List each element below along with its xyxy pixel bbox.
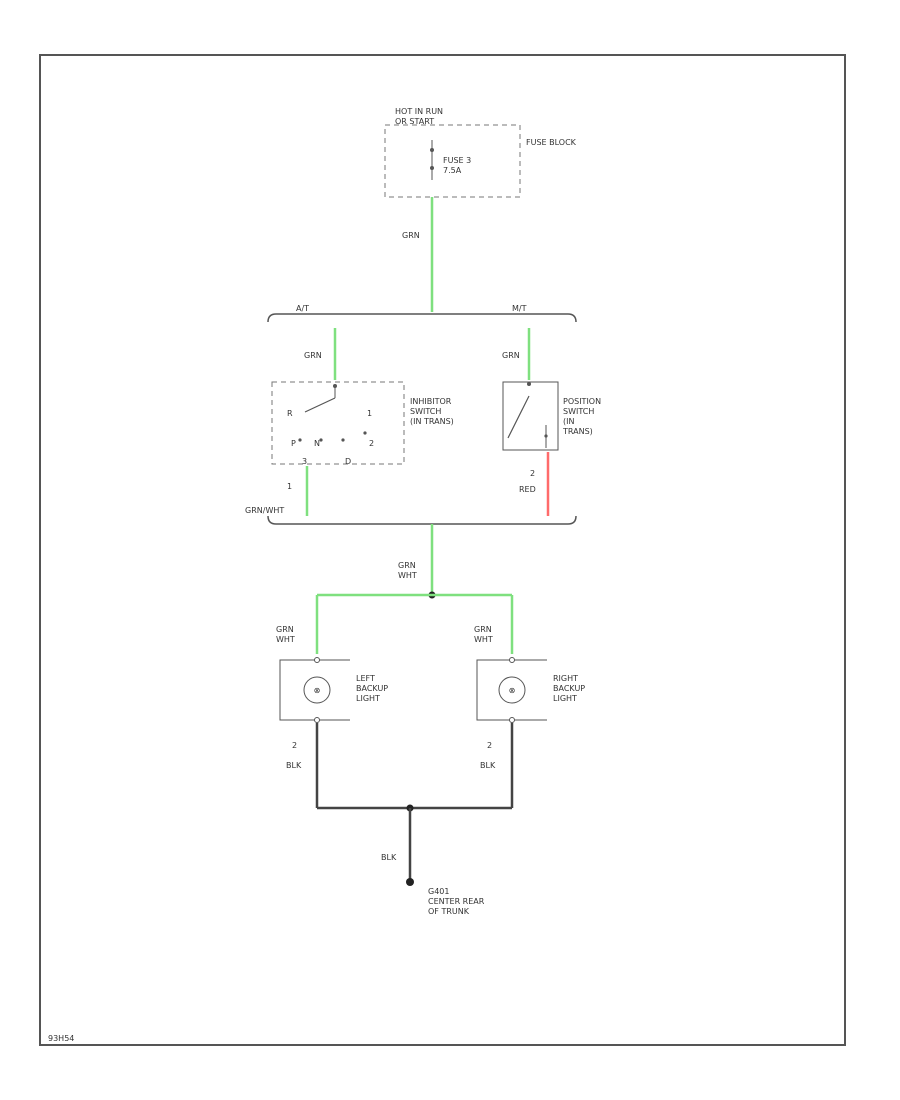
inhibitor-pin-3: 3 xyxy=(302,457,307,466)
diagram-frame xyxy=(39,54,846,1046)
ground-label-line2: CENTER REAR xyxy=(428,897,485,906)
position-switch-arm xyxy=(507,395,530,439)
wire-at-out-label: GRN/WHT xyxy=(245,506,284,515)
left-light-terminal-top xyxy=(314,657,320,663)
inhibitor-pos-n: N xyxy=(314,439,320,448)
ground-label-line1: G401 xyxy=(428,887,449,896)
inhibitor-contact-n xyxy=(319,438,323,442)
inhibitor-contact-p xyxy=(298,438,302,442)
left-light-label-line1: LEFT xyxy=(356,674,375,683)
right-light-label-line3: LIGHT xyxy=(553,694,577,703)
wire-at-out-pin: 1 xyxy=(287,482,292,491)
right-light-terminal-bottom xyxy=(509,717,515,723)
wire-mt-in-label: GRN xyxy=(502,351,520,360)
split-brace-top xyxy=(267,313,577,323)
position-switch: POSITION SWITCH (IN TRANS) xyxy=(502,381,601,451)
inhibitor-contact-d xyxy=(341,438,345,442)
inhibitor-label-line1: INHIBITOR xyxy=(410,397,452,406)
left-backup-light: ⊗ LEFT BACKUP LIGHT xyxy=(279,657,388,723)
wire-right-gnd-label: BLK xyxy=(480,761,496,770)
wire-right-gnd-pin: 2 xyxy=(487,741,492,750)
ground-label-line3: OF TRUNK xyxy=(428,907,470,916)
inhibitor-pos-p: P xyxy=(291,439,296,448)
wire-at-in-label: GRN xyxy=(304,351,322,360)
diagram-code: 93H54 xyxy=(48,1034,74,1043)
ground-point: G401 CENTER REAR OF TRUNK xyxy=(406,878,485,916)
wire-left-gnd-pin: 2 xyxy=(292,741,297,750)
wire-ground-label: BLK xyxy=(381,853,397,862)
wire-fuse-out-label: GRN xyxy=(402,231,420,240)
position-contact-dot xyxy=(544,434,548,438)
fuse-block-outline xyxy=(384,124,521,198)
fuse-block-header-line2: OR START xyxy=(395,117,434,126)
position-label-line3: (IN xyxy=(563,417,574,426)
fuse-terminal-top xyxy=(430,148,434,152)
inhibitor-switch-outline xyxy=(271,381,405,465)
fuse-block-name: FUSE BLOCK xyxy=(526,138,577,147)
left-bulb-icon xyxy=(303,676,331,704)
inhibitor-label-line2: SWITCH xyxy=(410,407,441,416)
position-label-line1: POSITION xyxy=(563,397,601,406)
position-label-line2: SWITCH xyxy=(563,407,594,416)
right-light-label-line2: BACKUP xyxy=(553,684,585,693)
inhibitor-pos-2: 2 xyxy=(369,439,374,448)
inhibitor-switch-arm xyxy=(304,397,336,413)
left-bulb-filament-icon: ⊗ xyxy=(314,686,321,695)
fuse-label-line1: FUSE 3 xyxy=(443,156,471,165)
wire-mt-out-pin: 2 xyxy=(530,469,535,478)
wire-right-in-label-line1: GRN xyxy=(474,625,492,634)
inhibitor-switch: R 1 P N 2 D 3 INHIBITOR SWITCH (IN TRANS… xyxy=(271,381,454,466)
right-bulb-filament-icon: ⊗ xyxy=(509,686,516,695)
inhibitor-contact-2 xyxy=(363,431,367,435)
inhibitor-pos-r: R xyxy=(287,409,293,418)
inhibitor-pos-d: D xyxy=(345,457,351,466)
position-switch-outline xyxy=(502,381,559,451)
inhibitor-label-line3: (IN TRANS) xyxy=(410,417,454,426)
wire-left-in-label-line1: GRN xyxy=(276,625,294,634)
wire-merge-label-line1: GRN xyxy=(398,561,416,570)
right-bulb-icon xyxy=(498,676,526,704)
wire-left-gnd-label: BLK xyxy=(286,761,302,770)
left-light-label-line3: LIGHT xyxy=(356,694,380,703)
fuse-block-header-line1: HOT IN RUN xyxy=(395,107,443,116)
wire-left-in-label-line2: WHT xyxy=(276,635,295,644)
right-backup-light: ⊗ RIGHT BACKUP LIGHT xyxy=(476,657,585,723)
left-light-label-line2: BACKUP xyxy=(356,684,388,693)
wire-mt-out-label: RED xyxy=(519,485,536,494)
split-right-tag: M/T xyxy=(512,304,527,313)
inhibitor-pos-1: 1 xyxy=(367,409,372,418)
position-label-line4: TRANS) xyxy=(562,427,593,436)
left-light-terminal-bottom xyxy=(314,717,320,723)
fuse-block: HOT IN RUN OR START FUSE BLOCK FUSE 3 7.… xyxy=(384,107,577,198)
split-left-tag: A/T xyxy=(296,304,309,313)
right-light-terminal-top xyxy=(509,657,515,663)
merge-brace-bottom xyxy=(267,515,577,525)
fuse-label-line2: 7.5A xyxy=(443,166,462,175)
right-light-label-line1: RIGHT xyxy=(553,674,578,683)
fuse-terminal-bottom xyxy=(430,166,434,170)
position-terminal-in xyxy=(527,382,531,386)
wire-merge-label-line2: WHT xyxy=(398,571,417,580)
ground-icon xyxy=(406,878,414,886)
wire-right-in-label-line2: WHT xyxy=(474,635,493,644)
